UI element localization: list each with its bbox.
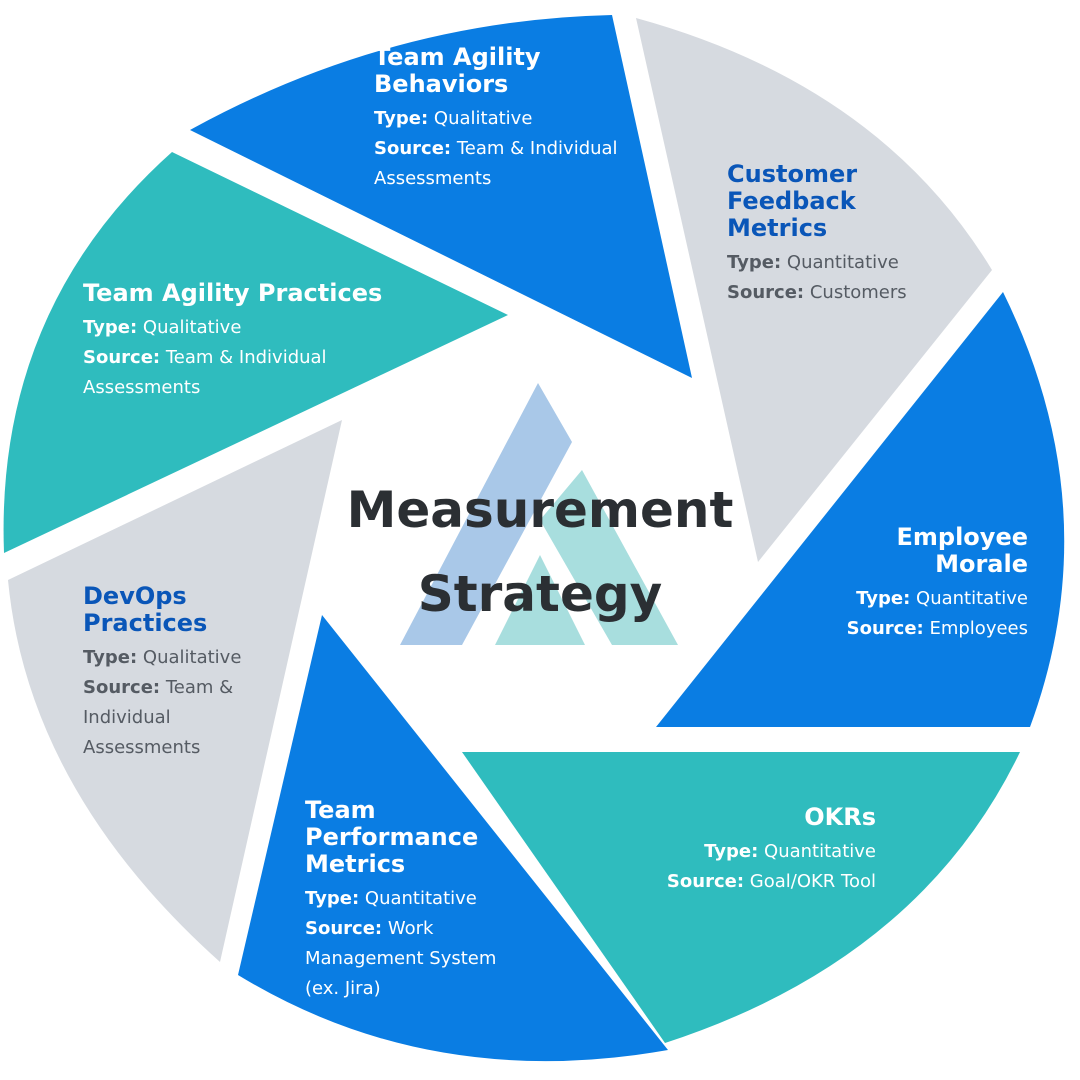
title-line: Behaviors [374, 70, 509, 98]
segment-title: OKRs [620, 804, 876, 831]
source-label: Source: [305, 918, 383, 939]
segment-title: Employee Morale [780, 523, 1029, 578]
source-label: Source: [727, 282, 805, 303]
source-label: Source: [83, 347, 161, 368]
source-row: Source: Team & Individual [374, 134, 654, 164]
source-row: Source: Team & Individual [83, 343, 413, 373]
source-value-continued: Assessments [83, 737, 201, 758]
segment-team-agility-practices [3, 152, 509, 553]
type-label: Type: [305, 888, 360, 909]
type-value: Quantitative [786, 252, 899, 273]
title-line: OKRs [804, 803, 876, 831]
source-label: Source: [846, 618, 924, 639]
source-value: Goal/OKR Tool [749, 871, 876, 892]
type-label: Type: [856, 588, 911, 609]
source-value: Team & [165, 677, 234, 698]
type-value: Qualitative [142, 647, 242, 668]
segment-text-customer-feedback-metrics: Customer Feedback Metrics Type: Quantita… [727, 161, 967, 308]
segment-devops-practices [8, 420, 342, 962]
title-line: Team Agility [374, 43, 541, 71]
source-value: Employees [929, 618, 1028, 639]
source-value-continued: Individual [83, 707, 171, 728]
source-value-continued: Assessments [374, 168, 492, 189]
source-label: Source: [374, 138, 452, 159]
title-line: Practices [83, 609, 208, 637]
type-value: Qualitative [433, 108, 533, 129]
type-row: Type: Quantitative [727, 248, 967, 278]
type-label: Type: [83, 317, 138, 338]
source-value-continued: Management System [305, 948, 497, 969]
type-label: Type: [374, 108, 429, 129]
type-value: Quantitative [916, 588, 1028, 609]
segment-title: Customer Feedback Metrics [727, 161, 967, 242]
source-value: Team & Individual [165, 347, 327, 368]
center-title: Measurement Strategy [330, 468, 750, 636]
source-row: Source: Employees [780, 614, 1028, 644]
title-line: DevOps [83, 582, 187, 610]
title-line: Metrics [727, 214, 828, 242]
type-label: Type: [704, 841, 759, 862]
type-row: Type: Qualitative [83, 313, 413, 343]
logo-left-stroke [400, 383, 572, 645]
segment-title: DevOps Practices [83, 583, 293, 637]
type-value: Qualitative [142, 317, 242, 338]
type-row: Type: Quantitative [620, 837, 876, 867]
segment-text-team-agility-practices: Team Agility Practices Type: Qualitative… [83, 280, 413, 403]
segment-text-okrs: OKRs Type: Quantitative Source: Goal/OKR… [620, 804, 876, 897]
source-value: Customers [809, 282, 907, 303]
center-title-line2: Strategy [417, 565, 663, 623]
type-value: Quantitative [764, 841, 876, 862]
center-logo [400, 383, 678, 645]
source-value-continued: Assessments [83, 377, 201, 398]
segment-title: Team Agility Behaviors [374, 44, 654, 98]
title-line: Team Agility Practices [83, 279, 383, 307]
segment-text-employee-morale: Employee Morale Type: Quantitative Sourc… [780, 524, 1028, 644]
segment-team-performance-metrics [238, 615, 668, 1062]
title-line: Team [305, 796, 376, 824]
logo-inner-triangle [495, 555, 585, 645]
segment-title: Team Performance Metrics [305, 797, 555, 878]
segment-text-team-performance-metrics: Team Performance Metrics Type: Quantitat… [305, 797, 555, 1004]
type-label: Type: [727, 252, 782, 273]
type-label: Type: [83, 647, 138, 668]
segment-text-team-agility-behaviors: Team Agility Behaviors Type: Qualitative… [374, 44, 654, 194]
type-value: Quantitative [364, 888, 477, 909]
title-line: Morale [935, 550, 1028, 578]
title-line: Feedback [727, 187, 856, 215]
source-value: Work [387, 918, 434, 939]
source-value: Team & Individual [456, 138, 618, 159]
source-value-continued: (ex. Jira) [305, 978, 381, 999]
type-row: Type: Quantitative [305, 884, 555, 914]
logo-right-stroke [540, 470, 678, 645]
segment-okrs [462, 752, 1020, 1043]
segment-customer-feedback-metrics [636, 18, 992, 562]
segment-text-devops-practices: DevOps Practices Type: Qualitative Sourc… [83, 583, 293, 763]
segment-team-agility-behaviors [190, 15, 692, 378]
source-row: Source: Team & [83, 673, 293, 703]
title-line: Employee [896, 523, 1029, 551]
source-row: Source: Work [305, 914, 555, 944]
title-line: Performance [305, 823, 479, 851]
title-line: Metrics [305, 850, 406, 878]
source-row: Source: Customers [727, 278, 967, 308]
type-row: Type: Qualitative [83, 643, 293, 673]
center-title-line1: Measurement [346, 481, 734, 539]
source-label: Source: [666, 871, 745, 892]
source-label: Source: [83, 677, 161, 698]
type-row: Type: Qualitative [374, 104, 654, 134]
source-row: Source: Goal/OKR Tool [620, 867, 876, 897]
segment-title: Team Agility Practices [83, 280, 413, 307]
title-line: Customer [727, 160, 858, 188]
segment-employee-morale [656, 292, 1065, 727]
type-row: Type: Quantitative [780, 584, 1028, 614]
